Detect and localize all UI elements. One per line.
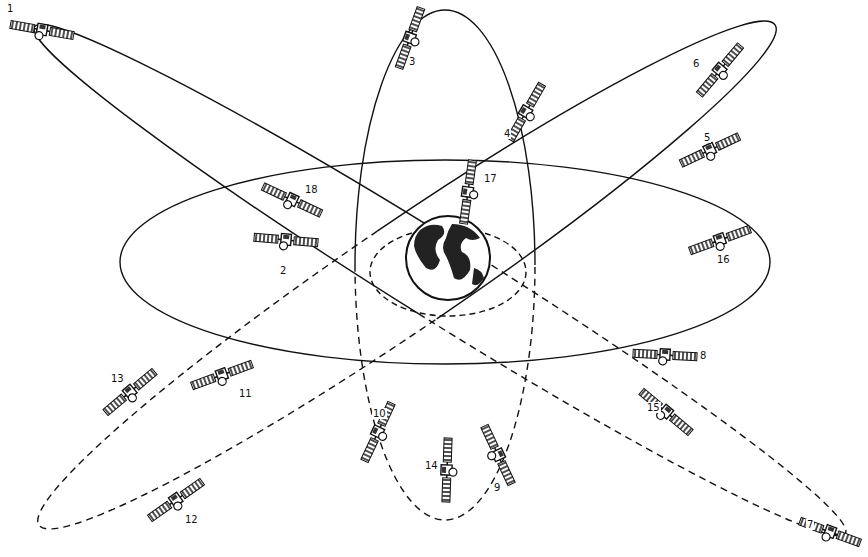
callout-number: 2	[279, 265, 287, 276]
earth	[406, 216, 490, 300]
callout-number: 11	[238, 388, 253, 399]
orbits	[9, 0, 866, 557]
inclined-orbit-b	[9, 0, 805, 557]
callout-number: 16	[716, 254, 731, 265]
callout-number: 17	[483, 173, 498, 184]
callout-number: 7	[806, 519, 814, 530]
equatorial-orbit	[120, 160, 770, 364]
callout-number: 12	[184, 514, 199, 525]
callout-number: 6	[692, 58, 700, 69]
callout-number: 9	[493, 482, 501, 493]
callout-number: 8	[699, 350, 707, 361]
inclined-orbit-a	[13, 0, 866, 557]
callout-number: 5	[703, 132, 711, 143]
callout-number: 13	[110, 373, 125, 384]
satellites	[9, 6, 862, 552]
callout-number: 4	[503, 128, 511, 139]
callout-number: 10	[372, 408, 387, 419]
callout-number: 15	[646, 402, 661, 413]
callout-number: 3	[408, 56, 416, 67]
callout-number: 18	[304, 184, 319, 195]
callout-number: 14	[424, 460, 439, 471]
callout-number: 1	[6, 3, 14, 14]
